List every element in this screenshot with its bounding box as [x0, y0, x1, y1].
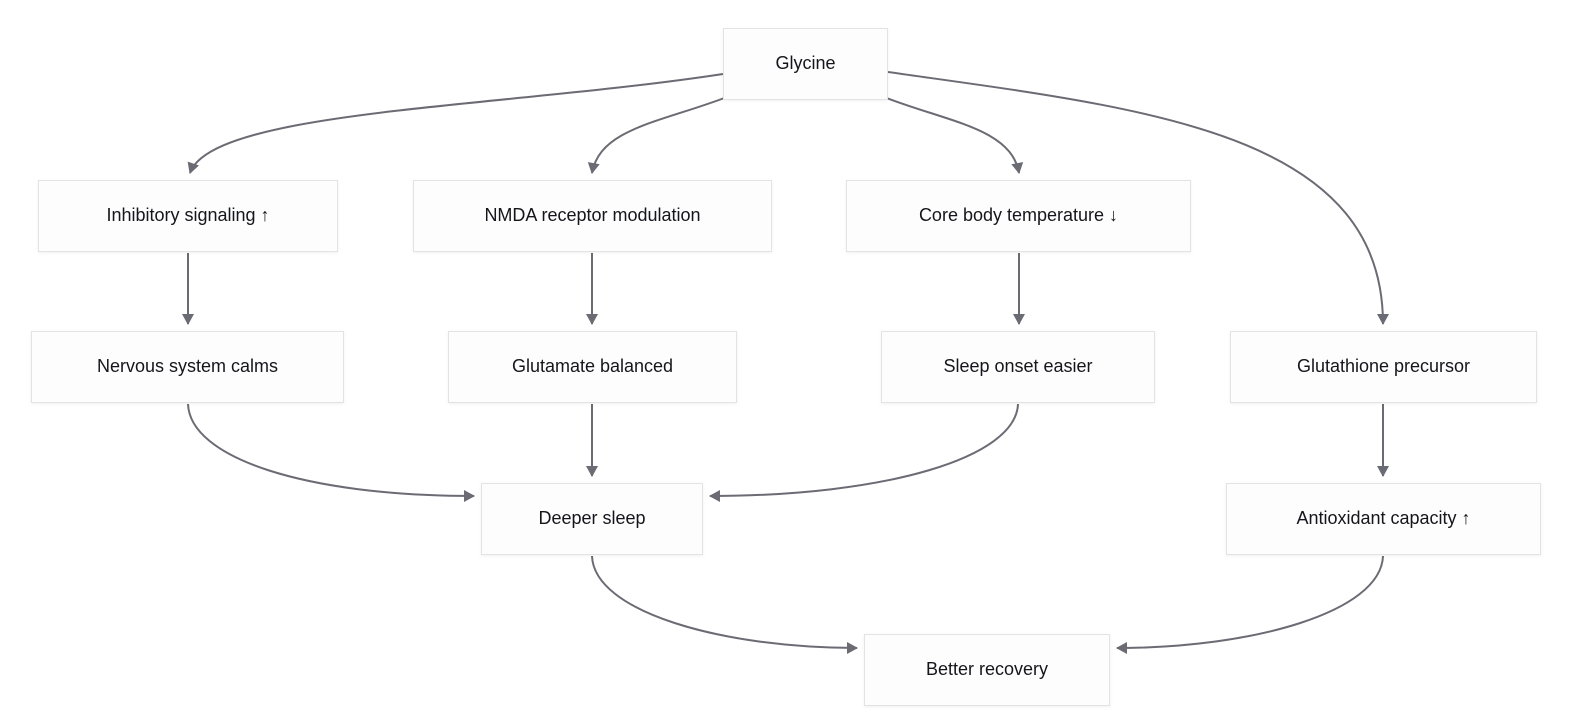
node-better-recovery[interactable]: Better recovery — [864, 634, 1110, 706]
edge-sleep-onset-easier-deeper-sleep — [709, 403, 1019, 502]
node-deeper-sleep[interactable]: Deeper sleep — [481, 483, 703, 555]
node-glutathione-precursor-label: Glutathione precursor — [1296, 356, 1471, 377]
node-deeper-sleep-label: Deeper sleep — [538, 508, 646, 529]
node-glutamate-balanced[interactable]: Glutamate balanced — [448, 331, 737, 403]
edge-glycine-nmda-receptor-modulation — [587, 96, 728, 174]
edge-nervous-system-calms-deeper-sleep — [187, 403, 475, 502]
edge-deeper-sleep-better-recovery — [591, 555, 858, 654]
node-better-recovery-label: Better recovery — [925, 659, 1049, 680]
node-nervous-system-calms-label: Nervous system calms — [96, 356, 279, 377]
node-inhibitory-signaling[interactable]: Inhibitory signaling ↑ — [38, 180, 338, 252]
node-glycine[interactable]: Glycine — [723, 28, 888, 100]
node-antioxidant-capacity[interactable]: Antioxidant capacity ↑ — [1226, 483, 1541, 555]
node-glycine-label: Glycine — [775, 53, 836, 74]
node-nmda-receptor-modulation[interactable]: NMDA receptor modulation — [413, 180, 772, 252]
node-glutamate-balanced-label: Glutamate balanced — [511, 356, 674, 377]
node-antioxidant-capacity-label: Antioxidant capacity ↑ — [1296, 508, 1471, 529]
edge-glycine-core-body-temperature — [883, 96, 1024, 174]
node-nmda-receptor-modulation-label: NMDA receptor modulation — [484, 205, 701, 226]
node-sleep-onset-easier-label: Sleep onset easier — [943, 356, 1093, 377]
node-glutathione-precursor[interactable]: Glutathione precursor — [1230, 331, 1537, 403]
node-core-body-temperature-label: Core body temperature ↓ — [918, 205, 1119, 226]
edge-glycine-inhibitory-signaling — [187, 73, 724, 174]
node-inhibitory-signaling-label: Inhibitory signaling ↑ — [106, 205, 270, 226]
node-core-body-temperature[interactable]: Core body temperature ↓ — [846, 180, 1191, 252]
node-nervous-system-calms[interactable]: Nervous system calms — [31, 331, 344, 403]
edge-antioxidant-capacity-better-recovery — [1116, 555, 1384, 654]
node-sleep-onset-easier[interactable]: Sleep onset easier — [881, 331, 1155, 403]
